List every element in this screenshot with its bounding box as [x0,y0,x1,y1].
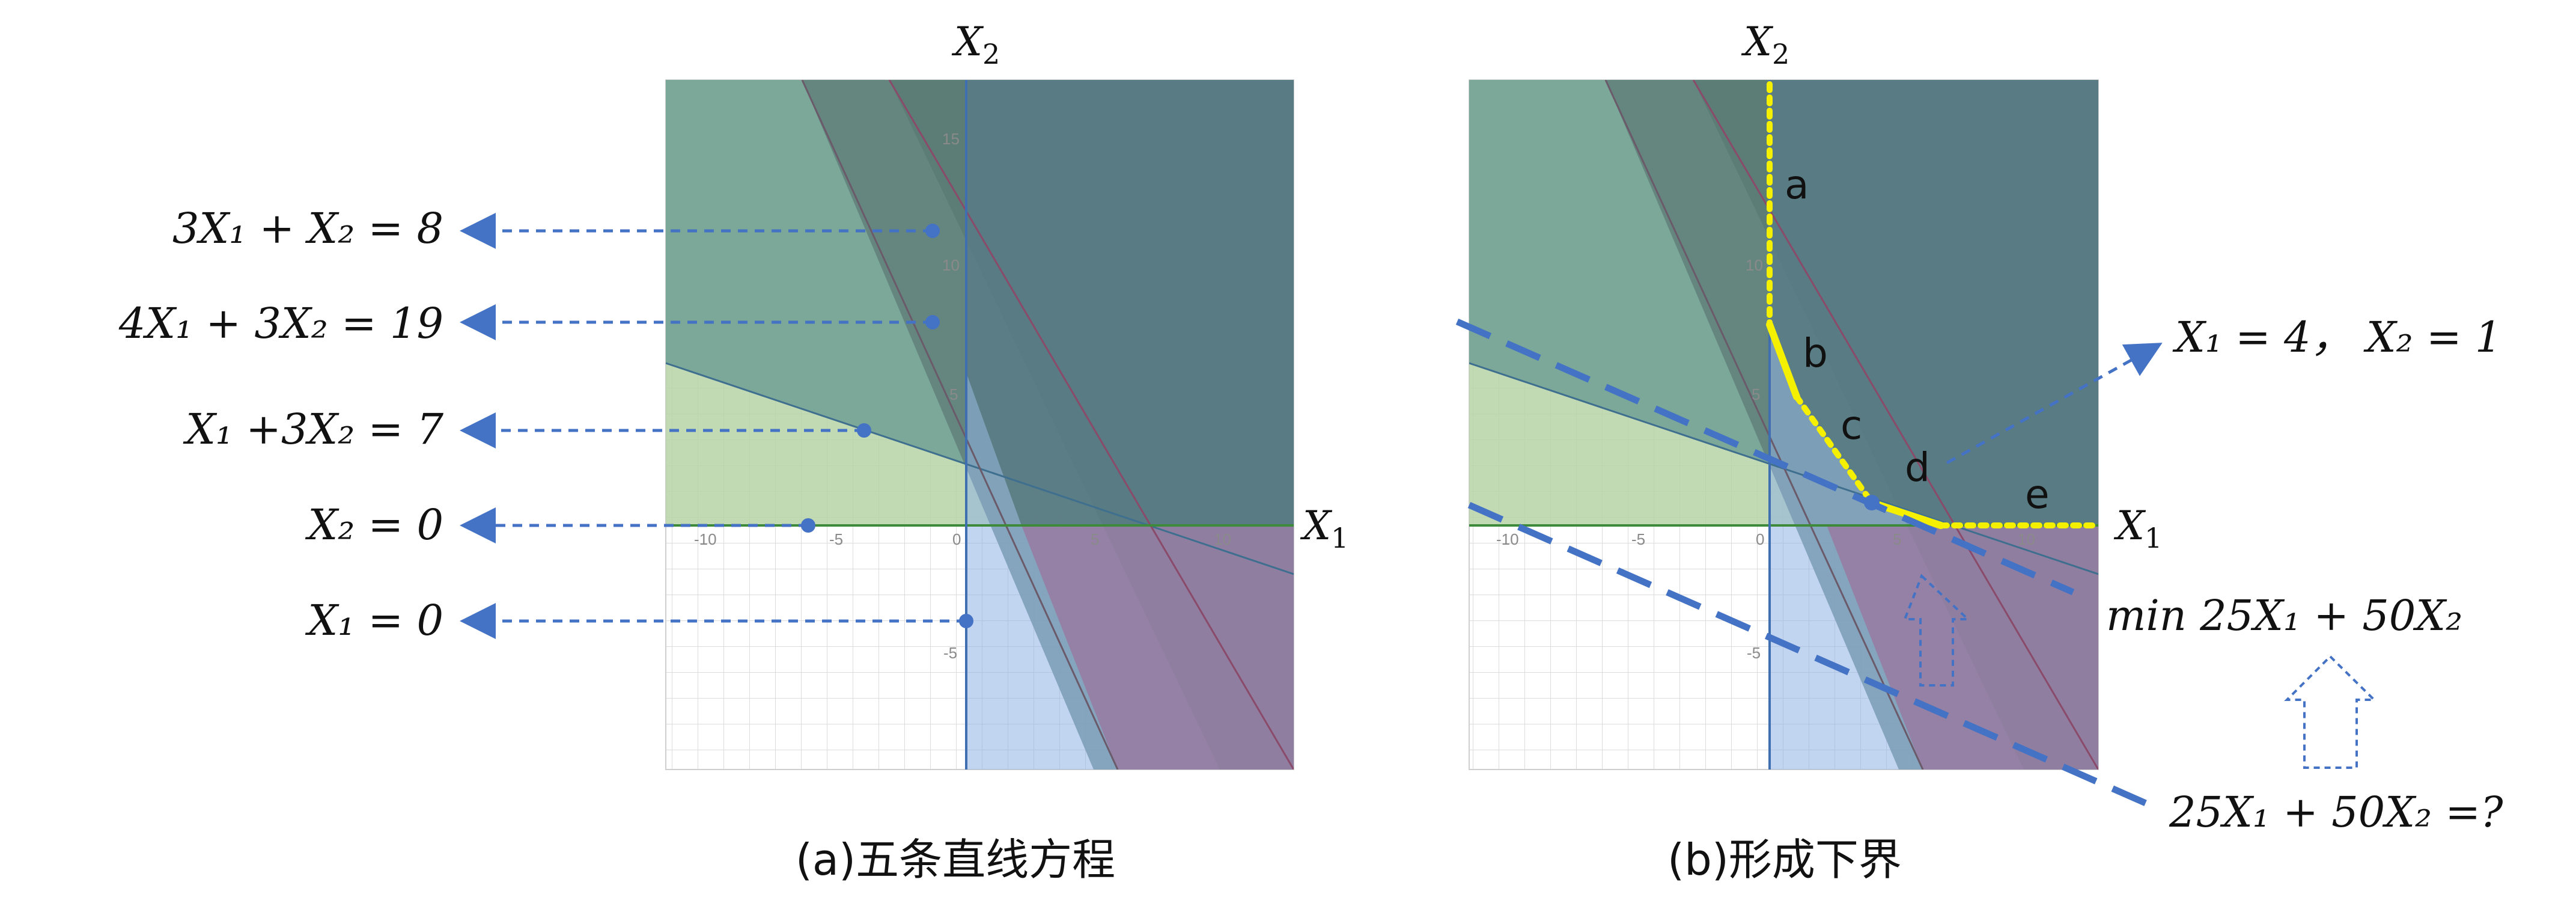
panel-a-x2-axis-label: X2 [951,19,1000,70]
tick-a-6: 15 [942,130,960,148]
tick-a-1: -10 [694,530,717,548]
panel-a-x1-axis-label: X1 [1300,503,1348,554]
tick-a-8: 5 [949,385,958,403]
tick-b-5: 10 [2018,530,2035,548]
iso-cost-label: 25X₁ + 50X₂ =? [2169,788,2503,837]
tick-b-7: 5 [1752,385,1760,403]
equation-3x1-x2-8: 3X₁ + X₂ = 8 [172,204,443,253]
line-3x1-plus-x2-b [1692,80,2098,770]
tick-a-7: 10 [942,256,960,274]
shift-arrow-objective [2284,655,2377,769]
dot-eq4 [801,518,815,533]
dot-eq5 [959,614,973,628]
tick-b-6: 10 [1746,256,1763,274]
optimum-arrow [1946,343,2163,465]
equation-arrows [460,213,966,639]
region-purple-b [1827,525,2098,770]
equation-x1-0: X₁ = 0 [305,596,443,645]
equation-dots [801,224,973,628]
tick-a-4: 5 [1091,530,1099,548]
tick-b-4: 5 [1893,530,1901,548]
line-4x1-plus-3x2-b [1604,80,1924,770]
dot-eq2 [925,315,940,329]
panel-a-caption: (a)五条直线方程 [796,834,1115,885]
panel-b-caption: (b)形成下界 [1667,834,1902,885]
tick-a-5: 10 [1214,530,1231,548]
tick-b-1: -10 [1496,530,1519,548]
segment-label-b: b [1803,330,1828,376]
dot-eq1 [925,224,940,238]
segment-label-e: e [2025,471,2050,518]
equation-4x1-3x2-19: 4X₁ + 3X₂ = 19 [118,299,443,348]
objective-label: min 25X₁ + 50X₂ [2106,591,2462,640]
region-feasible-b [1770,80,2098,525]
iso-line-upper [1455,318,2075,596]
tick-b-3: 0 [1756,530,1764,548]
line-4x1-plus-3x2 [801,80,1119,770]
panel-b-x2-axis-label: X2 [1741,19,1789,70]
panel-b-plot: -10 -5 0 5 10 10 5 -5 [1469,79,2099,770]
iso-cost-lines [1455,318,2153,809]
line-3x1-plus-x2 [888,80,1294,770]
region-feasible [966,80,1294,525]
equation-x2-0: X₂ = 0 [305,500,443,549]
tick-a-9: -5 [943,644,957,662]
optimum-label: X₁ = 4， X₂ = 1 [2172,313,2501,362]
region-purple [1022,525,1294,770]
equation-x1-3x2-7: X₁ +3X₂ = 7 [183,405,443,454]
shift-arrow-on-plot [1903,574,1972,687]
tick-b-8: -5 [1747,644,1761,662]
tick-a-3: 0 [952,530,961,548]
boundary-segment-b [1766,321,1800,400]
boundary-segment-c [1794,394,1875,506]
segment-label-a: a [1785,162,1809,208]
iso-line-lower [1467,501,2153,809]
segment-label-c: c [1841,402,1862,448]
panel-a-plot: -10 -5 0 5 10 15 10 5 -5 [665,79,1294,770]
tick-b-2: -5 [1631,530,1645,548]
tick-a-2: -5 [829,530,843,548]
dot-eq3 [857,423,871,438]
equation-list: 3X₁ + X₂ = 8 4X₁ + 3X₂ = 19 X₁ +3X₂ = 7 … [118,204,444,645]
segment-label-d: d [1905,444,1930,491]
panel-b-x1-axis-label: X1 [2113,503,2162,554]
